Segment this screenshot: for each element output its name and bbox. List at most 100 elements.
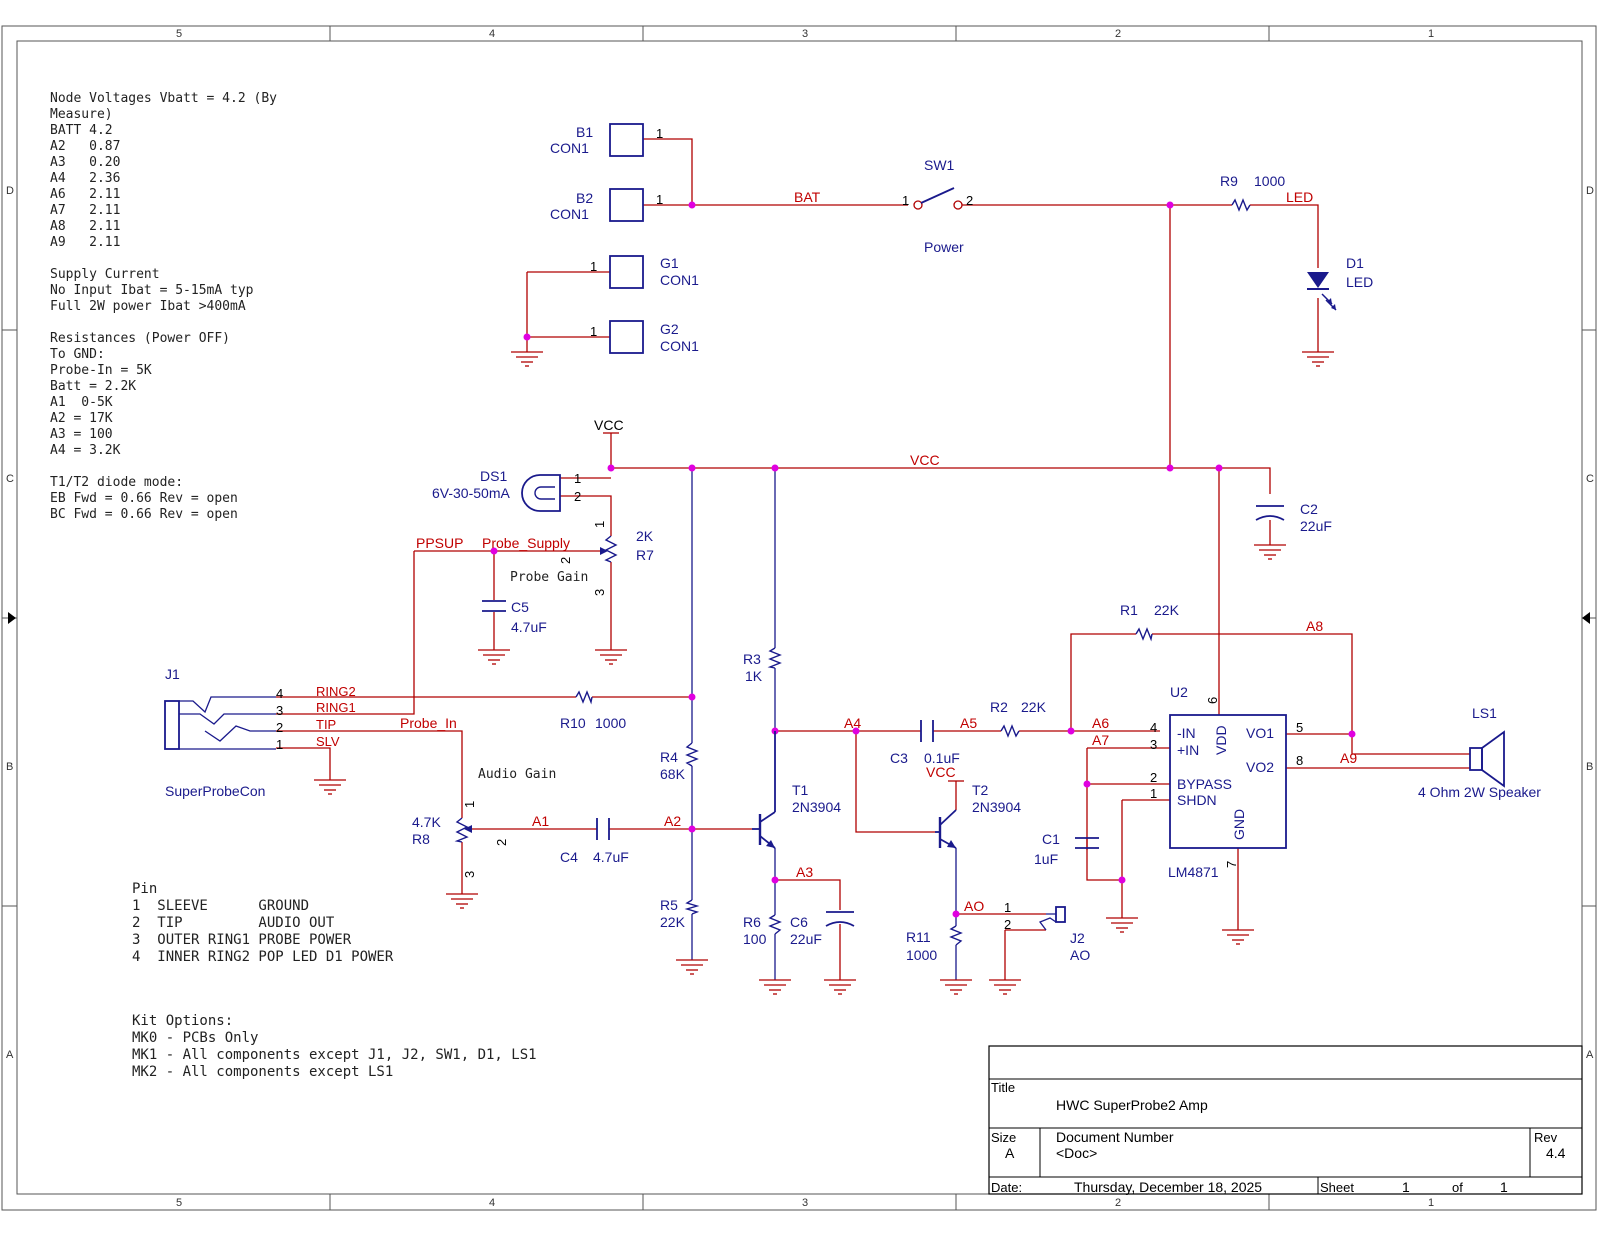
c5-capacitor: C5 4.7uF — [482, 599, 547, 635]
date-label: Date: — [991, 1180, 1022, 1195]
frame-col-bottom-2: 2 — [1115, 1197, 1121, 1209]
u2-ref: U2 — [1170, 684, 1188, 700]
note-diode-1: EB Fwd = 0.66 Rev = open — [50, 491, 238, 506]
frame-col-top-3: 3 — [802, 28, 808, 40]
r8-pot: 4.7K R8 Audio Gain 1 2 3 — [412, 767, 556, 878]
b1-connector: B1 CON1 1 — [550, 123, 663, 157]
g2-val: CON1 — [660, 338, 699, 354]
r10-ref: R10 — [560, 715, 586, 731]
u2-pin-bypass: BYPASS — [1177, 776, 1232, 792]
size-value: A — [1005, 1145, 1015, 1161]
vcc-port: VCC — [594, 417, 624, 434]
u2-pinnum-7: 7 — [1224, 861, 1239, 868]
j1-ref: J1 — [165, 666, 180, 682]
r8-pin2: 2 — [494, 839, 509, 846]
sw1-ref: SW1 — [924, 157, 955, 173]
g2-ref: G2 — [660, 321, 679, 337]
t2-val: 2N3904 — [972, 799, 1021, 815]
r9-ref: R9 — [1220, 173, 1238, 189]
c3-ref: C3 — [890, 750, 908, 766]
ds1-lamp: DS1 6V-30-50mA 1 2 — [432, 468, 581, 512]
net-bat: BAT — [794, 189, 821, 205]
t2-transistor: T2 2N3904 — [935, 782, 1021, 849]
rev-label: Rev — [1534, 1130, 1558, 1145]
r4-resistor: R4 68K — [660, 742, 699, 782]
r7-ref: R7 — [636, 547, 654, 563]
c4-ref: C4 — [560, 849, 578, 865]
j2-ref: J2 — [1070, 930, 1085, 946]
note-kit-3: MK2 - All components except LS1 — [132, 1064, 393, 1080]
r1-ref: R1 — [1120, 602, 1138, 618]
t1-ref: T1 — [792, 782, 809, 798]
notes: Node Voltages Vbatt = 4.2 (By Measure) B… — [50, 91, 537, 1080]
r1-val: 22K — [1154, 602, 1180, 618]
g2-connector: G2 CON1 1 — [590, 320, 699, 354]
sheet-frame: 5 4 3 2 1 5 4 3 2 1 D C B A D C B A — [1, 25, 1597, 1211]
frame-col-top-5: 5 — [176, 28, 182, 40]
b1-pin: 1 — [656, 126, 663, 141]
j1-pin3: 3 — [276, 703, 283, 718]
note-pins-1: 1 SLEEVE GROUND — [132, 898, 309, 914]
r9-resistor: R9 1000 — [1220, 173, 1285, 212]
net-vcc: VCC — [910, 452, 940, 468]
ds1-ref: DS1 — [480, 468, 507, 484]
c1-capacitor: C1 1uF — [1034, 831, 1099, 867]
sw1-pin2: 2 — [966, 193, 973, 208]
r2-ref: R2 — [990, 699, 1008, 715]
c2-ref: C2 — [1300, 501, 1318, 517]
r6-ref: R6 — [743, 914, 761, 930]
note-current-1: No Input Ibat = 5-15mA typ — [50, 283, 254, 298]
c4-val: 4.7uF — [593, 849, 629, 865]
j2-pin2: 2 — [1004, 917, 1011, 932]
g1-val: CON1 — [660, 272, 699, 288]
j1-val: SuperProbeCon — [165, 783, 265, 799]
note-voltages-1: Measure) — [50, 107, 113, 122]
ls1-speaker: LS1 4 Ohm 2W Speaker — [1418, 705, 1541, 800]
vcc-t2-port: VCC — [926, 764, 964, 782]
r7-pin1: 1 — [592, 521, 607, 528]
r11-val: 1000 — [906, 947, 937, 963]
note-kit-1: MK0 - PCBs Only — [132, 1030, 258, 1046]
u2-pinnum-6: 6 — [1205, 697, 1220, 704]
sheet-value: 1 — [1402, 1179, 1410, 1195]
r1-resistor: R1 22K — [1120, 602, 1180, 642]
note-res-1: To GND: — [50, 347, 105, 362]
net-a3: A3 — [796, 864, 813, 880]
j1-pin4: 4 — [276, 686, 283, 701]
g1-connector: G1 CON1 1 — [590, 255, 699, 289]
u2-pinnum-2: 2 — [1150, 770, 1157, 785]
note-pins-4: 4 INNER RING2 POP LED D1 POWER — [132, 949, 394, 965]
r3-ref: R3 — [743, 651, 761, 667]
j1-jack: J1 SuperProbeCon 4 3 2 1 RING2 RING1 TIP… — [164, 666, 356, 799]
note-pins-2: 2 TIP AUDIO OUT — [132, 915, 335, 931]
note-res-0: Resistances (Power OFF) — [50, 331, 230, 346]
u2-val: LM4871 — [1168, 864, 1219, 880]
net-labels: BAT LED VCC PPSUP Probe_Supply Probe_In … — [400, 189, 1357, 914]
u2-amplifier: U2 LM4871 -IN +IN BYPASS SHDN VO1 VO2 VD… — [1150, 684, 1303, 880]
j1-pin2: 2 — [276, 720, 283, 735]
c2-capacitor: C2 22uF — [1255, 501, 1332, 534]
ds1-val: 6V-30-50mA — [432, 485, 510, 501]
u2-pinnum-1: 1 — [1150, 786, 1157, 801]
r6-resistor: R6 100 — [743, 914, 782, 947]
c2-val: 22uF — [1300, 518, 1332, 534]
ds1-pin2: 2 — [574, 489, 581, 504]
frame-row-right-b: B — [1586, 761, 1593, 773]
j1-name-tip: TIP — [316, 717, 336, 732]
note-voltages-4: A3 0.20 — [50, 155, 120, 170]
c5-ref: C5 — [511, 599, 529, 615]
j2-jack: J2 AO 1 2 — [1004, 900, 1090, 963]
frame-col-bottom-4: 4 — [489, 1197, 495, 1209]
net-ppsup: PPSUP — [416, 535, 463, 551]
frame-row-right-c: C — [1586, 473, 1594, 485]
note-voltages-6: A6 2.11 — [50, 187, 120, 202]
r2-resistor: R2 22K — [990, 699, 1047, 738]
r11-resistor: R11 1000 — [906, 925, 963, 963]
r5-resistor: R5 22K — [660, 897, 700, 930]
r7-pot: 2K R7 Probe Gain 1 2 3 — [510, 521, 654, 596]
r10-val: 1000 — [595, 715, 626, 731]
r3-resistor: R3 1K — [743, 647, 782, 684]
r7-val: 2K — [636, 528, 654, 544]
note-kit-2: MK1 - All components except J1, J2, SW1,… — [132, 1047, 537, 1063]
